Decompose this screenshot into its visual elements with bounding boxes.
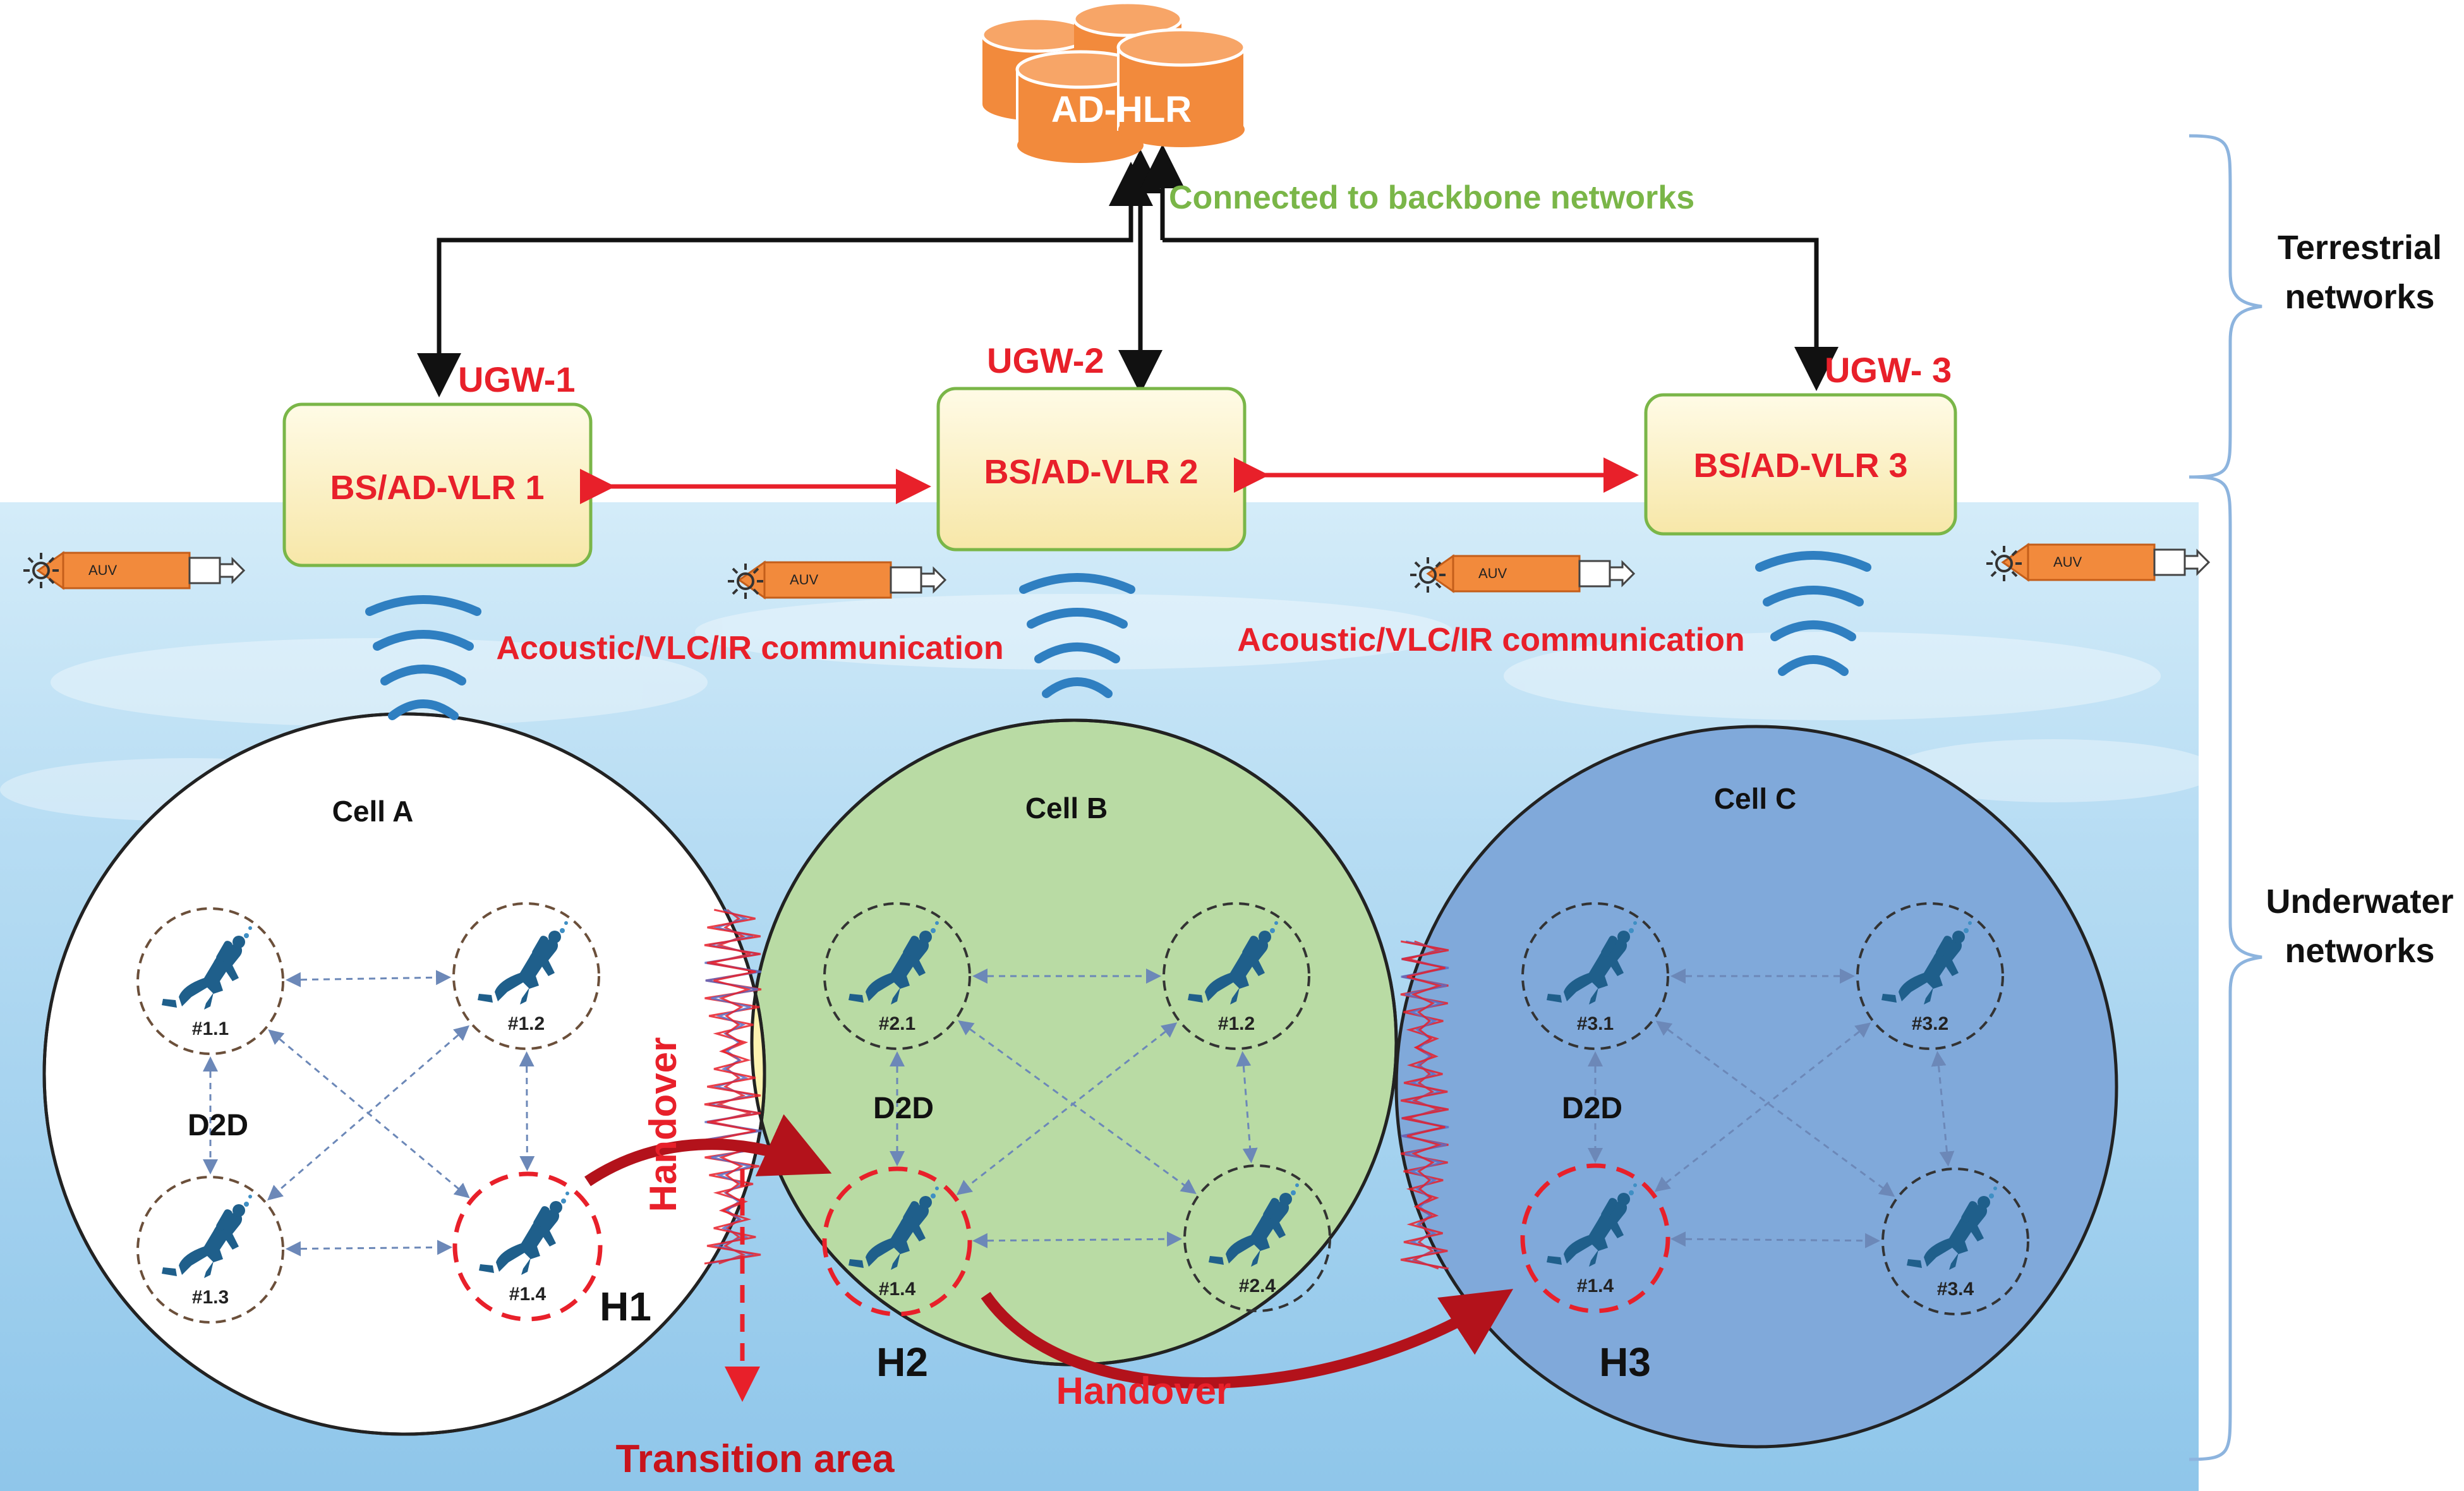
ugw-2-label: UGW-2 [987, 341, 1104, 380]
d2d-label-c: D2D [1562, 1092, 1622, 1125]
diver-node: #1.2 [1163, 902, 1310, 1050]
signal-icon [1755, 551, 1871, 676]
diver-node: #1.4 [822, 1166, 972, 1317]
diver-id: #1.2 [1218, 1013, 1255, 1034]
diver-id: #1.4 [509, 1284, 547, 1305]
underwater-label-1: Underwater [2266, 883, 2453, 921]
diver-node: #1.4 [1520, 1163, 1670, 1313]
d2d-link [519, 1051, 535, 1172]
bs-label-3: BS/AD-VLR 3 [1693, 447, 1907, 485]
terrestrial-label-2: networks [2285, 278, 2434, 316]
interference-zone-bc [1400, 940, 1449, 1270]
diver-id: #3.2 [1912, 1013, 1948, 1034]
diver-node: #2.4 [1183, 1164, 1331, 1312]
bs-box-3 [1644, 393, 1957, 536]
auv-3: AUV [1427, 555, 1635, 593]
cell-c-label: Cell C [1714, 782, 1796, 815]
handover-arrow-b-c [981, 1289, 1514, 1389]
water-clouds [0, 594, 2218, 821]
diver-node: #3.2 [1856, 902, 2004, 1050]
cell-node-groups: #1.1 #1.2 #1.3 #1.4 #2.1 #1.2 #1.4 #2.4 #3.1 #3.2… [136, 902, 2029, 1324]
interference-zone-ab [704, 908, 762, 1265]
svg-text:AUV: AUV [790, 572, 819, 588]
cell-1-nodes: #2.1 #1.2 #1.4 #2.4 [822, 902, 1331, 1317]
link-hlr-ugw1 [417, 177, 1133, 397]
d2d-label-a: D2D [188, 1109, 248, 1142]
underwater-label-2: networks [2285, 932, 2434, 970]
handover-arrow-a-b [584, 1114, 832, 1186]
cell-2-nodes: #3.1 #3.2 #1.4 #3.4 [1520, 902, 2029, 1315]
diver-node: #1.2 [452, 902, 600, 1050]
signal-icon [1019, 573, 1135, 698]
cell-0-nodes: #1.1 #1.2 #1.3 #1.4 [136, 902, 603, 1324]
brace-underwater [2189, 475, 2262, 1461]
transition-area-label: Transition area [615, 1437, 895, 1481]
comm-label-right: Acoustic/VLC/IR communication [1237, 622, 1744, 658]
ad-hlr-database: AD-HLR [981, 1, 1247, 163]
diver-node: #3.4 [1881, 1168, 2029, 1315]
bs-label-2: BS/AD-VLR 2 [984, 453, 1198, 491]
diver-id: #2.1 [879, 1013, 915, 1034]
svg-text:AUV: AUV [88, 562, 118, 578]
handover-node-h2: H2 [876, 1339, 928, 1385]
diver-id: #2.4 [1239, 1276, 1276, 1296]
cell-c-circle [1394, 725, 2118, 1449]
d2d-link [267, 1025, 470, 1201]
diver-id: #1.2 [508, 1013, 545, 1034]
diver-node: #3.1 [1521, 902, 1669, 1050]
comm-label-left: Acoustic/VLC/IR communication [496, 630, 1003, 667]
handover-label-horizontal: Handover [1056, 1370, 1231, 1412]
handover-node-h3: H3 [1599, 1339, 1651, 1385]
brace-terrestrial [2189, 134, 2262, 479]
ugw-1-label: UGW-1 [458, 359, 576, 399]
signal-waves [365, 551, 1871, 720]
diver-id: #1.3 [192, 1287, 229, 1308]
ugw-3-label: UGW- 3 [1825, 350, 1952, 390]
d2d-link [1236, 1051, 1258, 1164]
terrestrial-label-1: Terrestrial [2278, 229, 2442, 267]
d2d-link [285, 970, 452, 987]
diver-id: #3.4 [1937, 1279, 1974, 1300]
auv-1: AUV [37, 552, 245, 589]
svg-text:AUV: AUV [2053, 554, 2082, 570]
handover-node-h1: H1 [600, 1284, 651, 1329]
signal-icon [365, 595, 481, 720]
backbone-label: Connected to backbone networks [1169, 179, 1694, 216]
cell-b-label: Cell B [1025, 792, 1108, 824]
bs-label-1: BS/AD-VLR 1 [330, 469, 544, 507]
diver-node: #1.1 [136, 907, 284, 1055]
auv-2: AUV [738, 561, 946, 599]
d2d-link [285, 1240, 453, 1257]
ad-hlr-label: AD-HLR [1051, 89, 1192, 130]
auv-4: AUV [2002, 543, 2210, 581]
cell-a-label: Cell A [332, 795, 414, 828]
diver-id: #3.1 [1577, 1013, 1614, 1034]
diver-id: #1.1 [192, 1018, 229, 1039]
diver-node: #2.1 [823, 902, 971, 1050]
svg-text:AUV: AUV [1478, 565, 1507, 581]
diver-node: #1.3 [136, 1176, 284, 1324]
diver-id: #1.4 [1577, 1276, 1614, 1296]
handover-label-vertical: Handover [642, 1037, 684, 1212]
d2d-label-b: D2D [873, 1092, 934, 1125]
diver-node: #1.4 [452, 1171, 603, 1322]
link-hlr-ugw3 [1163, 238, 1839, 391]
diver-id: #1.4 [879, 1279, 916, 1300]
